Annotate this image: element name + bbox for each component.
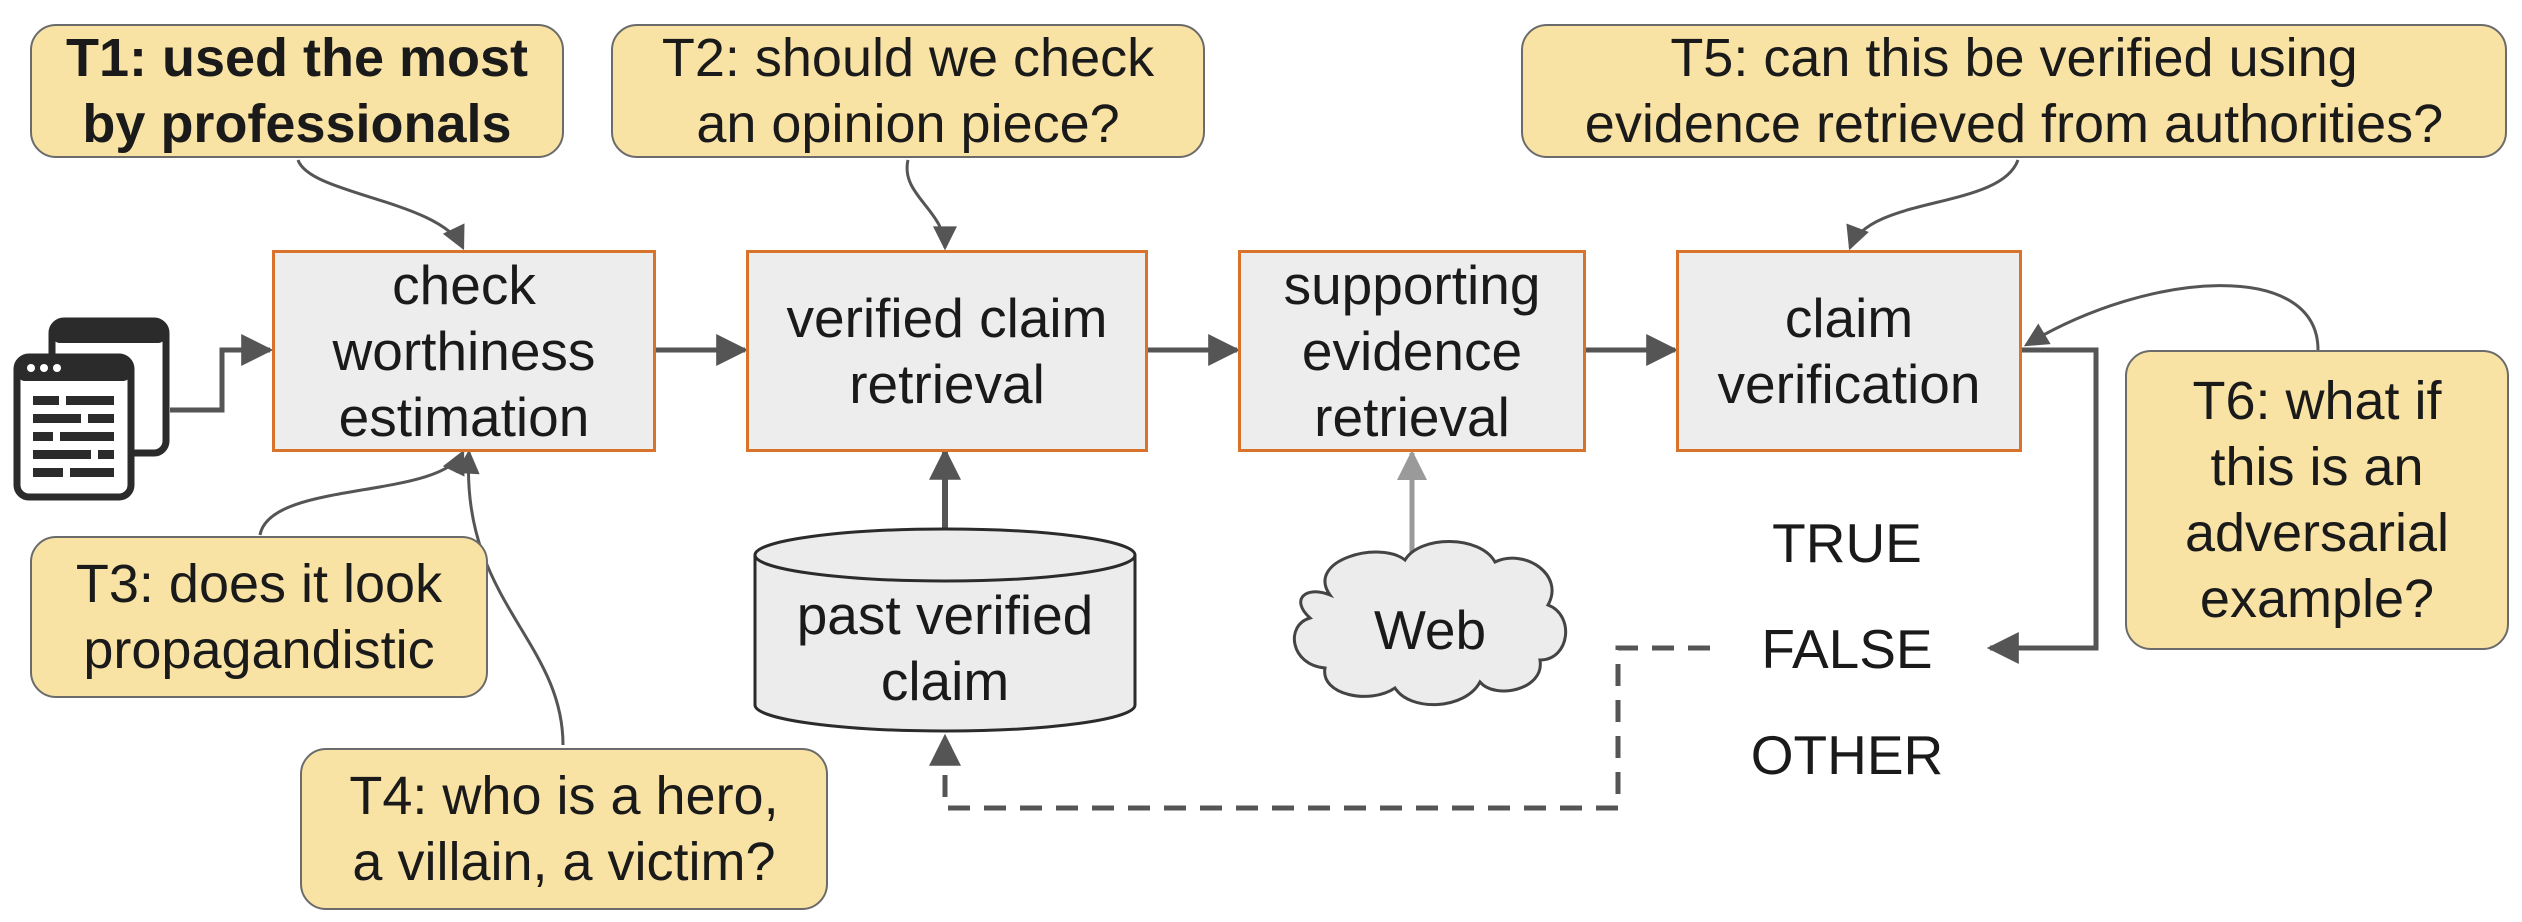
callout-t1: T1: used the most by professionals [30, 24, 564, 158]
step-verified-claim-line2: retrieval [849, 353, 1045, 415]
callout-t3: T3: does it look propagandistic [30, 536, 488, 698]
callout-t5-line1: T5: can this be verified using [1670, 28, 2358, 88]
database-cylinder-icon [753, 527, 1137, 733]
callout-t2-line2: an opinion piece? [696, 94, 1120, 154]
connector-t1 [296, 159, 465, 251]
arrow-verification-to-verdict [1986, 347, 2099, 664]
step-check-worthiness: check worthiness estimation [272, 250, 656, 452]
step-claim-verification: claim verification [1676, 250, 2022, 452]
callout-t5-line2: evidence retrieved from authorities? [1584, 94, 2444, 154]
step-supporting-evidence-line2: evidence [1301, 320, 1523, 382]
past-verified-line1: past verified [796, 584, 1094, 646]
step-supporting-evidence-line1: supporting [1283, 254, 1541, 316]
verdict-other: OTHER [1750, 724, 1944, 786]
callout-t6: T6: what if this is an adversarial examp… [2125, 350, 2509, 650]
arrow-false-to-database [929, 645, 1710, 811]
step-verified-claim-line1: verified claim [786, 287, 1108, 349]
step-check-worthiness-line2: worthiness [332, 320, 596, 382]
callout-t5: T5: can this be verified using evidence … [1521, 24, 2507, 158]
connector-t2 [905, 159, 957, 251]
past-verified-claim-label: past verified claim [755, 582, 1135, 714]
step-claim-verification-line2: verification [1717, 353, 1981, 415]
step-verified-claim-retrieval: verified claim retrieval [746, 250, 1148, 452]
callout-t6-line2: this is an [2210, 437, 2424, 497]
callout-t6-line4: example? [2199, 569, 2435, 629]
callout-t1-bold: T1: [65, 28, 147, 88]
documents-icon [13, 317, 170, 501]
callout-t2: T2: should we check an opinion piece? [611, 24, 1205, 158]
callout-t1-line1: T1: used the most [65, 28, 529, 88]
callout-t4: T4: who is a hero, a villain, a victim? [300, 748, 828, 910]
step-check-worthiness-line1: check [392, 254, 536, 316]
callout-t3-line2: propagandistic [83, 620, 435, 680]
past-verified-line2: claim [880, 650, 1010, 712]
callout-t4-line2: a villain, a victim? [352, 832, 776, 892]
connector-t3 [258, 449, 465, 536]
web-label: Web [1373, 599, 1487, 661]
callout-t6-line3: adversarial [2184, 503, 2450, 563]
verdict-true: TRUE [1772, 512, 1922, 574]
verdict-false: FALSE [1761, 618, 1933, 680]
connector-t4 [455, 449, 565, 746]
step-claim-verification-line1: claim [1784, 287, 1914, 349]
step-check-worthiness-line3: estimation [338, 386, 590, 448]
callout-t2-line1: T2: should we check [661, 28, 1155, 88]
callout-t6-line1: T6: what if [2192, 371, 2442, 431]
arrow-input-to-check [170, 334, 274, 413]
callout-t4-line1: T4: who is a hero, [349, 766, 779, 826]
callout-t1-line2: by professionals [82, 94, 512, 154]
connector-t5 [1846, 159, 2020, 251]
step-supporting-evidence-line3: retrieval [1314, 386, 1510, 448]
cloud-icon [1293, 540, 1568, 707]
callout-t3-line1: T3: does it look [75, 554, 443, 614]
step-supporting-evidence-retrieval: supporting evidence retrieval [1238, 250, 1586, 452]
connector-t6 [2023, 284, 2320, 351]
